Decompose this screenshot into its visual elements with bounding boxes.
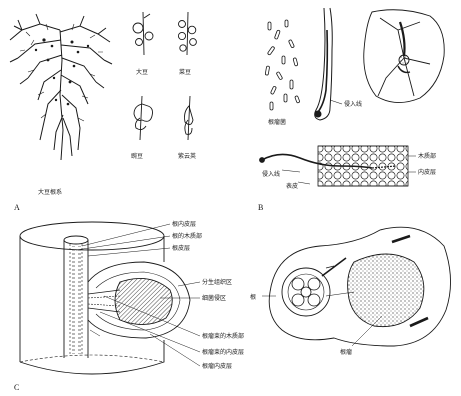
label-root-cortex: 根皮层 — [172, 244, 190, 252]
infected-cells-illustration — [364, 10, 444, 103]
panel-a-letter: A — [14, 203, 20, 212]
panel-c-letter: C — [14, 383, 19, 392]
label-infection-thread-top: 侵入线 — [344, 100, 362, 108]
panel-b-letter: B — [258, 203, 263, 212]
label-nodule: 根瘤 — [340, 348, 352, 356]
label-lupin: 豌豆 — [131, 152, 143, 160]
panel-b: 根瘤菌 侵入线 侵入线 木质部 内皮层 — [258, 8, 444, 212]
label-meristem: 分生组织区 — [202, 278, 232, 286]
label-pea: 菜豆 — [179, 68, 191, 76]
rhizobia-bacteria-illustration — [265, 20, 300, 110]
label-root-endodermis: 根内皮层 — [172, 220, 196, 228]
soybean-root-system-illustration — [10, 14, 112, 160]
label-bacteroid-zone: 细菌侵区 — [202, 294, 226, 302]
lupin-nodule-illustration — [134, 96, 153, 140]
label-root: 根 — [250, 293, 256, 301]
label-nodule-cortex: 根瘤内皮层 — [202, 362, 232, 370]
pea-nodule-illustration — [178, 12, 196, 55]
label-xylem-b: 木质部 — [418, 152, 436, 160]
label-infection-thread-bottom: 侵入线 — [262, 170, 280, 178]
root-cross-section-illustration — [260, 146, 417, 186]
root-hair-infection-illustration — [315, 8, 342, 120]
label-root-xylem: 根的木质部 — [172, 232, 202, 240]
label-rhizobia: 根瘤菌 — [268, 118, 286, 126]
label-clover: 紫云英 — [178, 152, 196, 160]
panel-c: 根内皮层 根的木质部 根皮层 分生组织区 细菌侵区 根瘤束的木质部 根瘤束的内皮… — [14, 220, 451, 392]
panel-a: 大豆根系 大豆 菜豆 豌豆 紫云英 A — [10, 12, 196, 212]
label-soybean: 大豆 — [136, 68, 148, 76]
soybean-nodule-illustration — [133, 12, 153, 55]
label-soybean-root-system: 大豆根系 — [38, 188, 62, 196]
clover-nodule-illustration — [185, 96, 194, 140]
root-nodule-cross-section-illustration — [262, 227, 451, 346]
label-nodule-endodermis: 根瘤束的内皮层 — [202, 348, 244, 356]
label-endodermis-b: 内皮层 — [418, 168, 436, 176]
label-epidermis: 表皮 — [286, 182, 298, 190]
label-nodule-xylem: 根瘤束的木质部 — [202, 332, 244, 340]
